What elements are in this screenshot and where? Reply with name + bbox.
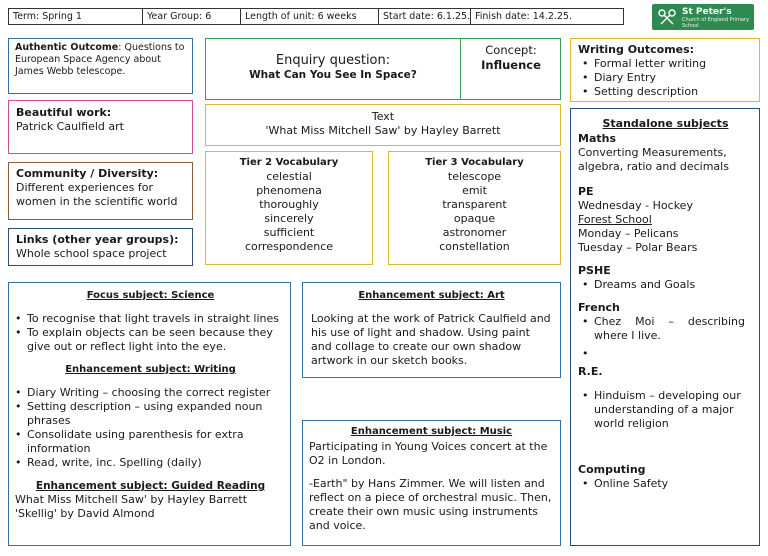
pshe-list: Dreams and Goals [578, 278, 753, 292]
vocab-word: phenomena [256, 184, 322, 197]
french-title: French [578, 301, 620, 314]
list-item: Online Safety [578, 477, 753, 491]
vocab-word: correspondence [244, 240, 334, 253]
vocab-word: sincerely [264, 212, 314, 225]
links-box: Links (other year groups): Whole school … [8, 228, 193, 266]
list-item: Diary Writing – choosing the correct reg… [11, 386, 284, 400]
list-item: To explain objects can be seen because t… [11, 326, 284, 354]
re-list: Hinduism – developing our understanding … [578, 389, 753, 431]
list-item [578, 347, 753, 361]
vocab-word: emit [462, 184, 487, 197]
pe-line: Forest School [578, 213, 652, 226]
computing-title: Computing [578, 463, 646, 476]
focus-subject-box: Focus subject: Science To recognise that… [8, 282, 291, 546]
tier2-title: Tier 2 Vocabulary [239, 157, 339, 168]
tier3-title: Tier 3 Vocabulary [425, 157, 524, 168]
computing-list: Online Safety [578, 477, 753, 491]
reading-subject-title: Enhancement subject: Guided Reading [35, 480, 266, 492]
list-item: Chez Moi – describing where I live. [578, 315, 753, 343]
focus-title: Focus subject: Science [86, 290, 215, 301]
reading-line: What Miss Mitchell Saw' by Hayley Barret… [15, 493, 248, 506]
reading-line: 'Skellig' by David Almond [15, 507, 155, 520]
start-date-cell: Start date: 6.1.25. [378, 8, 470, 25]
authentic-outcome-text: : Questions to European Space Agency abo… [15, 42, 185, 77]
maths-title: Maths [578, 132, 617, 145]
music-subject-box: Enhancement subject: Music Participating… [302, 420, 561, 546]
crossed-keys-icon [658, 9, 676, 25]
concept-value: Influence [481, 58, 541, 72]
year-group-cell: Year Group: 6 [142, 8, 240, 25]
list-item: Consolidate using parenthesis for extra … [11, 428, 284, 456]
logo-name: St Peter's [682, 7, 732, 17]
vocab-word: sufficient [263, 226, 315, 239]
writing-subject-title: Enhancement subject: Writing [65, 364, 236, 375]
art-title: Enhancement subject: Art [358, 290, 505, 301]
authentic-outcome-label: Authentic Outcome [15, 42, 119, 53]
community-text: Different experiences for women in the s… [16, 181, 178, 208]
music-title: Enhancement subject: Music [350, 426, 513, 437]
school-logo: St Peter's Church of England Primary Sch… [652, 4, 754, 30]
vocab-word: transparent [442, 198, 507, 211]
beautiful-work-title: Beautiful work: [16, 106, 112, 119]
music-text: -Earth" by Hans Zimmer. We will listen a… [309, 477, 552, 532]
links-text: Whole school space project [16, 247, 167, 260]
re-title: R.E. [578, 365, 603, 378]
list-item: Hinduism – developing our understanding … [578, 389, 753, 431]
writing-outcomes-list: Formal letter writing Diary Entry Settin… [578, 57, 752, 99]
list-item: Setting description – using expanded nou… [11, 400, 284, 428]
art-text: Looking at the work of Patrick Caulfield… [311, 312, 551, 367]
standalone-title: Standalone subjects [602, 117, 729, 130]
pe-line: Wednesday - Hockey [578, 199, 693, 212]
vocab-word: celestial [266, 170, 312, 183]
music-text: Participating in Young Voices concert at… [309, 440, 548, 467]
writing-list: Diary Writing – choosing the correct reg… [11, 386, 284, 470]
community-box: Community / Diversity: Different experie… [8, 162, 193, 220]
standalone-subjects-box: Standalone subjects Maths Converting Mea… [570, 108, 760, 546]
enquiry-question: What Can You See In Space? [249, 69, 417, 81]
text-box: Text 'What Miss Mitchell Saw' by Hayley … [205, 104, 561, 146]
writing-outcomes-box: Writing Outcomes: Formal letter writing … [570, 38, 760, 102]
list-item: Formal letter writing [578, 57, 752, 71]
logo-tagline: Church of England Primary School [682, 17, 749, 29]
links-title: Links (other year groups): [16, 233, 179, 246]
enquiry-label: Enquiry question: [275, 53, 391, 68]
french-list: Chez Moi – describing where I live. [578, 315, 753, 361]
vocab-word: opaque [453, 212, 496, 225]
concept-label: Concept: [485, 43, 537, 57]
tier3-vocabulary-box: Tier 3 Vocabulary telescope emit transpa… [388, 151, 561, 265]
community-title: Community / Diversity: [16, 167, 159, 180]
pshe-title: PSHE [578, 264, 611, 277]
unit-length-cell: Length of unit: 6 weeks [240, 8, 378, 25]
vocab-word: thoroughly [259, 198, 319, 211]
pe-title: PE [578, 185, 594, 198]
list-item: Diary Entry [578, 71, 752, 85]
vocab-word: constellation [439, 240, 510, 253]
science-list: To recognise that light travels in strai… [11, 312, 284, 354]
art-subject-box: Enhancement subject: Art Looking at the … [302, 282, 561, 378]
finish-date-cell: Finish date: 14.2.25. [470, 8, 624, 25]
term-cell: Term: Spring 1 [8, 8, 142, 25]
list-item: Read, write, inc. Spelling (daily) [11, 456, 284, 470]
list-item: To recognise that light travels in strai… [11, 312, 284, 326]
beautiful-work-box: Beautiful work: Patrick Caulfield art [8, 100, 193, 154]
authentic-outcome-box: Authentic Outcome: Questions to European… [8, 38, 193, 94]
list-item: Setting description [578, 85, 752, 99]
text-label: Text [371, 110, 395, 123]
vocab-word: telescope [447, 170, 502, 183]
maths-text: Converting Measurements, algebra, ratio … [578, 146, 729, 173]
pe-line: Monday – Pelicans [578, 227, 679, 240]
tier2-vocabulary-box: Tier 2 Vocabulary celestial phenomena th… [205, 151, 373, 265]
beautiful-work-text: Patrick Caulfield art [16, 120, 124, 133]
text-value: 'What Miss Mitchell Saw' by Hayley Barre… [265, 124, 501, 137]
vocab-word: astronomer [442, 226, 507, 239]
pe-line: Tuesday – Polar Bears [578, 241, 698, 254]
writing-outcomes-title: Writing Outcomes: [578, 43, 695, 56]
enquiry-box: Enquiry question: What Can You See In Sp… [205, 38, 561, 100]
list-item: Dreams and Goals [578, 278, 753, 292]
